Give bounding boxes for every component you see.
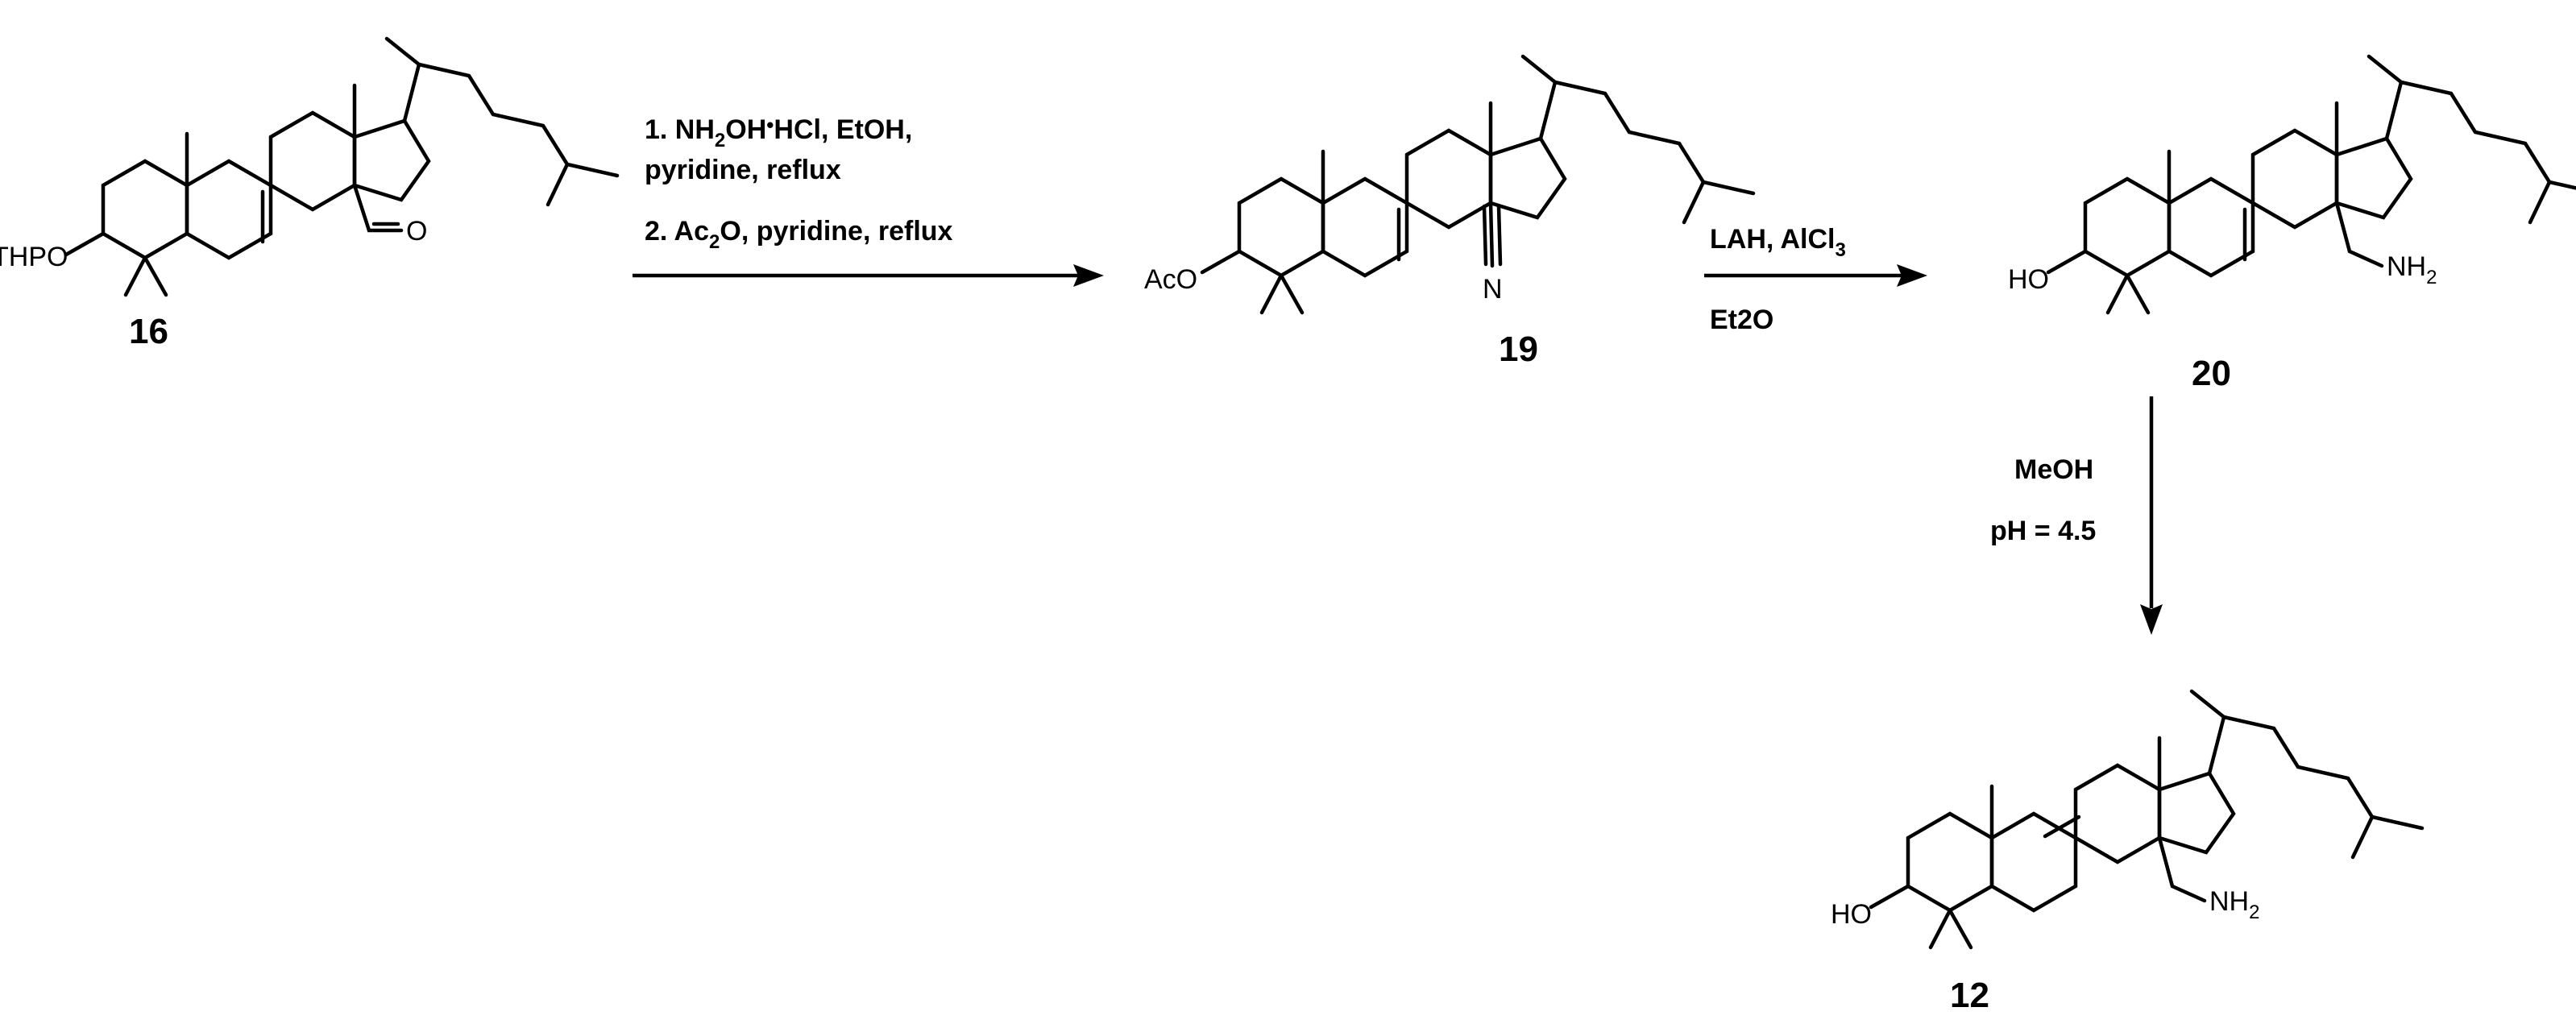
step1-reagent-line3: 2. Ac2O, pyridine, reflux	[645, 216, 953, 253]
compound-19-label: 19	[1499, 330, 1538, 369]
compound-16: O THPO 16	[0, 39, 617, 351]
compound-20-amine: NH2	[2387, 251, 2437, 288]
step2-solvent: Et2O	[1710, 305, 1773, 335]
step3-reagent: MeOH	[2014, 454, 2093, 485]
compound-20-ho-label: HO	[2008, 264, 2049, 295]
compound-16-oxygen: O	[406, 216, 427, 247]
compound-12: NH2 HO 12	[1831, 691, 2422, 1015]
compound-19-nitrogen: N	[1483, 274, 1503, 305]
arrow-step2	[1704, 264, 1927, 287]
compound-19: N AcO 19	[1144, 56, 1753, 369]
compound-20: NH2 HO 20	[2008, 56, 2576, 393]
step3-condition: pH = 4.5	[1990, 516, 2096, 546]
compound-19-aco-label: AcO	[1144, 264, 1197, 295]
compound-16-thpo-label: THPO	[0, 242, 68, 272]
compound-16-label: 16	[129, 312, 168, 351]
compound-20-label: 20	[2192, 354, 2231, 393]
step1-reagent-line1: 1. NH2OH•HCl, EtOH,	[645, 113, 912, 151]
arrow-step3	[2140, 396, 2163, 635]
compound-12-amine: NH2	[2209, 886, 2259, 923]
arrow-step1	[633, 264, 1104, 287]
step1-reagent-line2: pyridine, reflux	[645, 155, 841, 185]
compound-12-label: 12	[1950, 976, 1989, 1015]
compound-12-ho-label: HO	[1831, 899, 1872, 930]
step2-reagent: LAH, AlCl3	[1710, 224, 1846, 261]
